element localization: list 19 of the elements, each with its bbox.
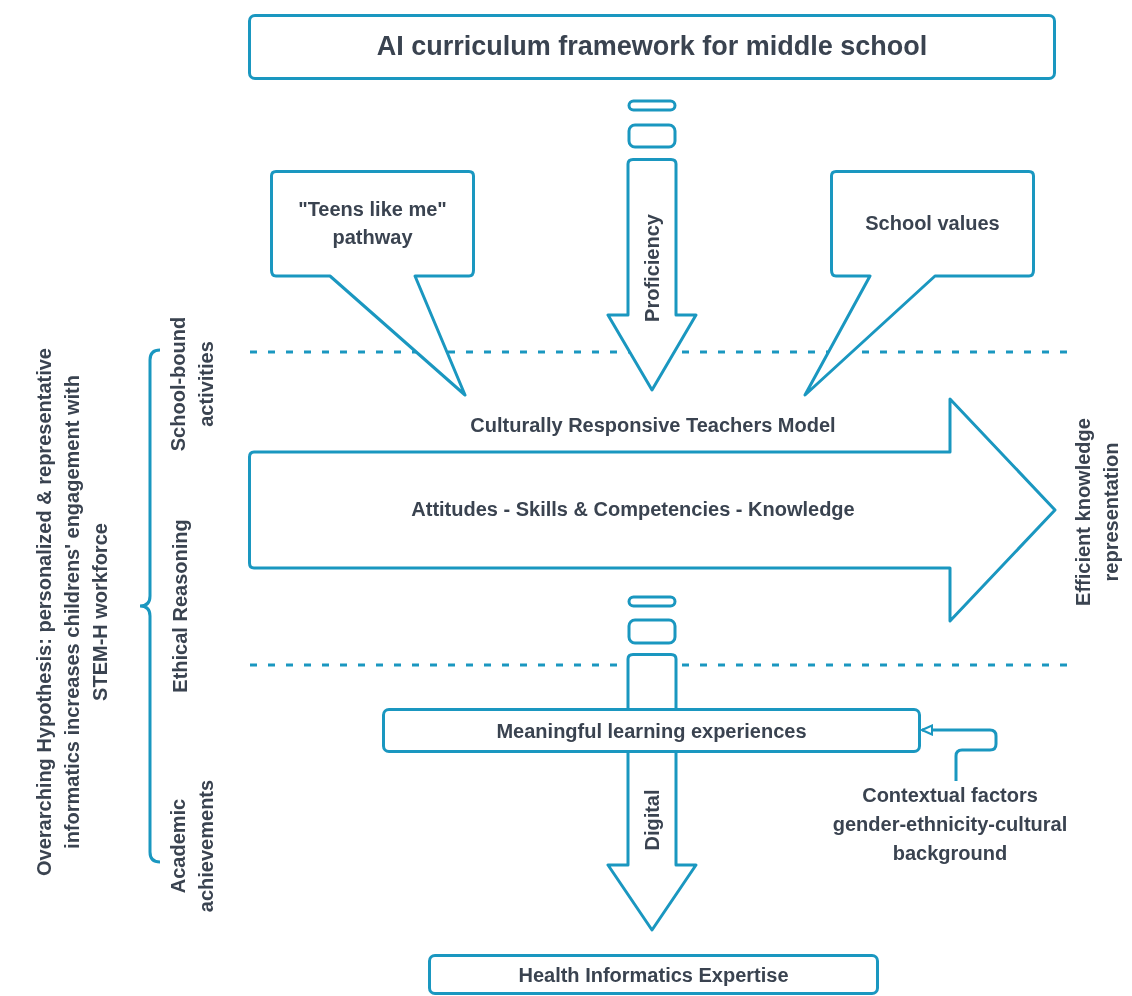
callout-text: School values [864,211,1001,236]
callout-text: "Teens like me" pathway [297,197,448,250]
box-label: Meaningful learning experiences [496,718,807,744]
hypothesis-text: Overarching Hypothesis: personalized & representative informatics increases childrens' engagement with STEM-H workforce [32,347,112,878]
title-box [248,14,1056,80]
arrow-heading: Culturally Responsive Teachers Model [469,413,837,438]
box-label: Health Informatics Expertise [518,962,789,988]
side-label: Ethical Reasoning [168,518,192,695]
side-label: School-bound activities [166,315,218,454]
arrow-label: Proficiency [640,213,664,324]
factor-text: Contextual factors [862,783,1038,808]
box-label: AI curriculum framework for middle school [376,30,928,64]
side-label: Efficient knowledge representation [1071,417,1123,608]
arrow [921,724,998,781]
arrow-label: Attitudes - Skills & Competencies - Knowledge [410,497,856,522]
factor-text: gender-ethnicity-cultural background [831,812,1069,866]
side-label: Academic achievements [166,778,218,915]
process-box [428,954,879,995]
arrow-label: Digital [640,788,664,853]
